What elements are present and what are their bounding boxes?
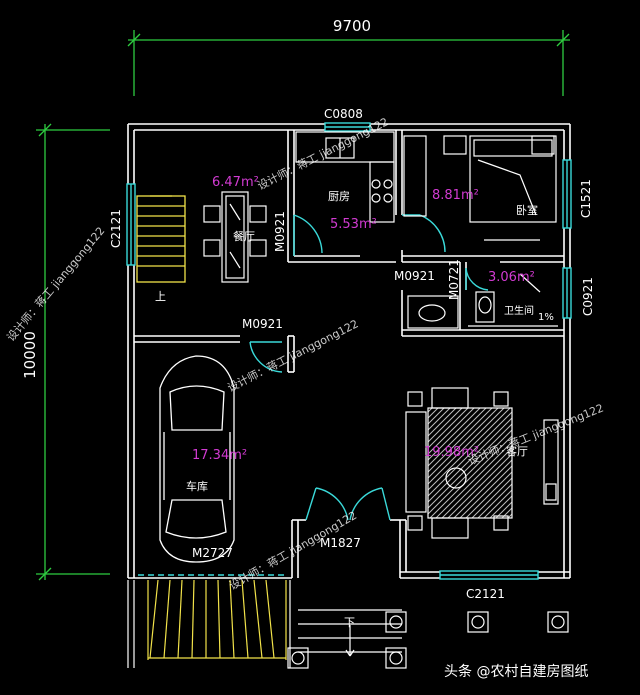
code-c1521: C1521 — [579, 179, 593, 218]
room-label-garage: 车库 — [186, 479, 208, 493]
code-c0808: C0808 — [324, 107, 363, 121]
stairs-front — [147, 579, 287, 660]
code-m0721: M0721 — [447, 259, 461, 300]
windows — [126, 122, 572, 580]
top-dimension-text: 9700 — [333, 17, 371, 35]
footer-credit: 头条 @农村自建房图纸 — [444, 664, 589, 680]
room-label-bathroom: 卫生间 — [504, 304, 534, 317]
bedroom-fixtures — [403, 135, 557, 241]
front-steps — [127, 580, 569, 669]
code-m2727: M2727 — [192, 546, 233, 560]
top-dimension-line — [127, 30, 570, 96]
dining-table — [203, 191, 267, 283]
left-dimension-text: 10000 — [21, 331, 39, 379]
watermark-designer-5: 设计师：蒋工 jianggong122 — [227, 509, 359, 593]
car — [159, 355, 235, 563]
area-garage: 17.34m² — [192, 448, 247, 463]
room-label-dining: 餐厅 — [233, 229, 255, 243]
stairs-up — [136, 195, 186, 283]
bathroom-fixtures — [407, 273, 558, 329]
walls — [127, 123, 571, 579]
stairs-down-label: 下 — [344, 616, 355, 629]
doors — [249, 214, 489, 521]
kitchen-fixtures — [295, 131, 395, 223]
code-m0921-garage: M0921 — [242, 317, 283, 331]
watermark-designer-2: 设计师：蒋工 jianggong122 — [4, 225, 107, 344]
area-bathroom: 3.06m² — [488, 270, 535, 285]
room-label-living: 客厅 — [506, 444, 528, 458]
area-kitchen: 5.53m² — [330, 217, 377, 232]
area-bedroom: 8.81m² — [432, 188, 479, 203]
code-m0921-dining: M0921 — [273, 211, 287, 252]
stairs-up-label: 上 — [155, 290, 166, 303]
left-dimension-line — [36, 123, 110, 581]
living-furniture — [405, 387, 559, 539]
room-label-kitchen: 厨房 — [328, 190, 350, 203]
room-label-bedroom: 卧室 — [516, 203, 538, 217]
code-bath-small: 1% — [538, 312, 554, 323]
code-c0921: C0921 — [581, 277, 595, 316]
code-m0921-bed: M0921 — [394, 269, 435, 283]
area-living: 19.98m² — [424, 445, 479, 460]
area-dining: 6.47m² — [212, 175, 259, 190]
code-c2121-left: C2121 — [109, 209, 123, 248]
code-m1827: M1827 — [320, 536, 361, 550]
code-c2121-bottom: C2121 — [466, 587, 505, 601]
